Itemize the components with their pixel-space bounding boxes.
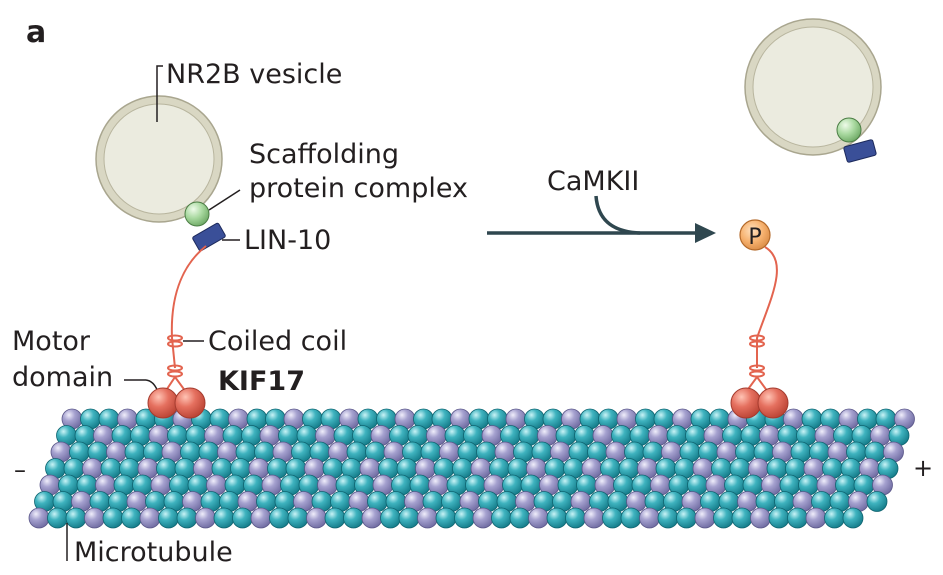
beta-tubulin (28, 507, 50, 529)
beta-tubulin (639, 507, 660, 529)
alpha-tubulin (713, 507, 734, 529)
alpha-tubulin (866, 491, 888, 512)
alpha-tubulin (287, 507, 309, 529)
beta-tubulin (195, 507, 216, 529)
motor-label-line1: Motor (12, 326, 91, 357)
motor-domain-left (147, 387, 206, 419)
beta-tubulin (805, 507, 827, 529)
microtubule-label: Microtubule (74, 537, 233, 568)
alpha-tubulin (269, 507, 290, 529)
alpha-tubulin (232, 507, 253, 529)
beta-tubulin (750, 507, 771, 529)
alpha-tubulin (47, 507, 68, 529)
alpha-tubulin (176, 507, 198, 529)
alpha-tubulin (731, 507, 753, 529)
scaffold-label-line2: protein complex (249, 173, 468, 204)
alpha-tubulin (842, 507, 864, 529)
released-scaffolding-complex (836, 117, 862, 143)
alpha-tubulin (398, 507, 420, 529)
motor-label-line2: domain (12, 362, 113, 393)
alpha-tubulin (620, 507, 642, 529)
vesicle-label: NR2B vesicle (166, 59, 342, 90)
motor-domain-right (730, 387, 789, 419)
beta-tubulin (472, 507, 494, 529)
beta-tubulin (417, 507, 438, 529)
microtubule (28, 408, 915, 529)
alpha-tubulin (676, 507, 697, 529)
alpha-tubulin (343, 507, 364, 529)
scaffolding-complex (184, 201, 210, 227)
alpha-tubulin (768, 507, 790, 529)
phosphate-badge (739, 219, 771, 251)
alpha-tubulin (824, 507, 845, 529)
alpha-tubulin (787, 507, 808, 529)
alpha-tubulin (602, 507, 623, 529)
camkii-arrow (487, 195, 700, 235)
beta-tubulin (694, 507, 716, 529)
phospho-kif17-tail (756, 246, 778, 368)
beta-tubulin (84, 507, 105, 529)
alpha-tubulin (121, 507, 142, 529)
coiled-coil-label: Coiled coil (208, 326, 347, 357)
alpha-tubulin (158, 507, 179, 529)
scaffold-label-line1: Scaffolding (249, 139, 399, 170)
beta-tubulin (306, 507, 327, 529)
scaffold-leader-line (208, 189, 241, 211)
kif17-label: KIF17 (218, 366, 305, 397)
lin10-block (192, 222, 226, 252)
kif17-coiled-coil (164, 334, 187, 393)
beta-tubulin (528, 507, 549, 529)
minus-end-label: – (14, 456, 26, 484)
beta-tubulin (250, 507, 272, 529)
alpha-tubulin (213, 507, 235, 529)
alpha-tubulin (491, 507, 512, 529)
alpha-tubulin (435, 507, 457, 529)
alpha-tubulin (546, 507, 568, 529)
alpha-tubulin (380, 507, 401, 529)
phosphate-label: P (748, 225, 761, 250)
alpha-tubulin (65, 507, 87, 529)
panel-label: a (26, 15, 46, 50)
alpha-tubulin (324, 507, 346, 529)
camkii-label: CaMKII (547, 166, 639, 197)
beta-tubulin (583, 507, 605, 529)
lin10-label: LIN-10 (244, 225, 331, 256)
kif17-tail (170, 245, 207, 369)
arrowhead (695, 223, 716, 243)
beta-tubulin (139, 507, 161, 529)
alpha-tubulin (102, 507, 124, 529)
phospho-kif17-coiled-coil (745, 334, 769, 393)
beta-tubulin (361, 507, 383, 529)
alpha-tubulin (565, 507, 586, 529)
released-lin10-block (843, 139, 877, 163)
nr2b-vesicle (95, 95, 223, 223)
plus-end-label: + (913, 454, 933, 482)
alpha-tubulin (509, 507, 531, 529)
vesicle-leader-line (156, 65, 163, 122)
alpha-tubulin (454, 507, 475, 529)
alpha-tubulin (657, 507, 679, 529)
